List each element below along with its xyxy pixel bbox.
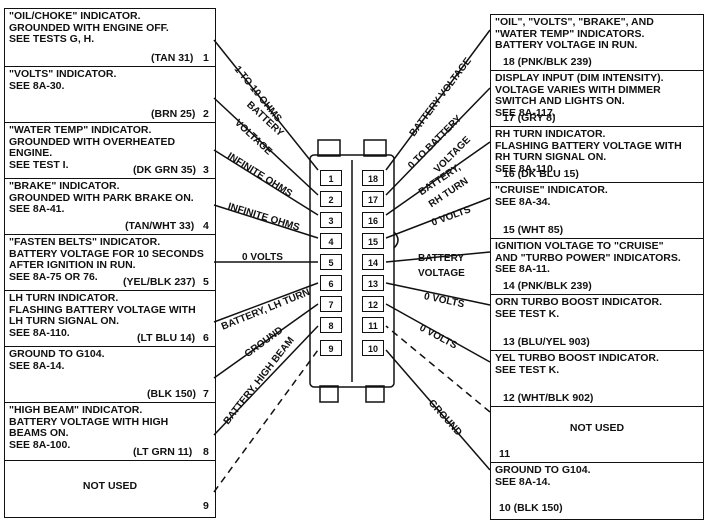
circuit-desc: ORN TURBO BOOST INDICATOR. SEE TEST K.	[495, 296, 663, 320]
circuit-box-4: "BRAKE" INDICATOR. GROUNDED WITH PARK BR…	[5, 179, 215, 235]
cavity-7: 7	[320, 296, 342, 312]
cavity-11: 11	[362, 317, 384, 333]
cavity-17: 17	[362, 191, 384, 207]
pin-number: 6	[203, 332, 209, 344]
circuit-box-11: NOT USED 11	[491, 407, 703, 463]
cavity-14: 14	[362, 254, 384, 270]
circuit-desc: "CRUISE" INDICATOR. SEE 8A-34.	[495, 184, 608, 208]
left-circuit-panel: "OIL/CHOKE" INDICATOR. GROUNDED WITH ENG…	[4, 8, 216, 518]
cavity-1: 1	[320, 170, 342, 186]
circuit-box-13: ORN TURBO BOOST INDICATOR. SEE TEST K. 1…	[491, 295, 703, 351]
cavity-2: 2	[320, 191, 342, 207]
circuit-desc: "HIGH BEAM" INDICATOR. BATTERY VOLTAGE W…	[9, 404, 169, 451]
circuit-desc: "OIL/CHOKE" INDICATOR. GROUNDED WITH ENG…	[9, 10, 169, 45]
pin-number: 7	[203, 388, 209, 400]
pin-wire-label: 13 (BLU/YEL 903)	[503, 336, 590, 348]
circuit-desc: "WATER TEMP" INDICATOR. GROUNDED WITH OV…	[9, 124, 176, 171]
cavity-8: 8	[320, 317, 342, 333]
circuit-desc: YEL TURBO BOOST INDICATOR. SEE TEST K.	[495, 352, 659, 376]
wire-label: (TAN/WHT 33)	[125, 220, 195, 232]
circuit-box-10: GROUND TO G104. SEE 8A-14. 10 (BLK 150)	[491, 463, 703, 519]
cavity-13: 13	[362, 275, 384, 291]
pin-number: 1	[203, 52, 209, 64]
circuit-box-3: "WATER TEMP" INDICATOR. GROUNDED WITH OV…	[5, 123, 215, 179]
circuit-box-18: "OIL", "VOLTS", "BRAKE", AND "WATER TEMP…	[491, 15, 703, 71]
cavity-18: 18	[362, 170, 384, 186]
cavity-15: 15	[362, 233, 384, 249]
circuit-box-9: NOT USED 9	[5, 461, 215, 517]
circuit-box-15: "CRUISE" INDICATOR. SEE 8A-34. 15 (WHT 8…	[491, 183, 703, 239]
wire-label: (BRN 25)	[151, 108, 196, 120]
pin-wire-label: 17 (GRY 8)	[503, 112, 556, 124]
circuit-box-16: RH TURN INDICATOR. FLASHING BATTERY VOLT…	[491, 127, 703, 183]
circuit-desc: DISPLAY INPUT (DIM INTENSITY). VOLTAGE V…	[495, 72, 664, 119]
pin-number: 8	[203, 446, 209, 458]
circuit-desc: "BRAKE" INDICATOR. GROUNDED WITH PARK BR…	[9, 180, 194, 215]
pin-wire-label: 16 (DK BLU 15)	[503, 168, 579, 180]
wire-label: (YEL/BLK 237)	[123, 276, 196, 288]
measurement-label: BATTERY	[418, 253, 465, 264]
pin-number: 4	[203, 220, 209, 232]
cavity-5: 5	[320, 254, 342, 270]
circuit-desc: IGNITION VOLTAGE TO "CRUISE" AND "TURBO …	[495, 240, 681, 275]
right-circuit-panel: "OIL", "VOLTS", "BRAKE", AND "WATER TEMP…	[490, 14, 704, 520]
wire-label: (DK GRN 35)	[133, 164, 197, 176]
circuit-desc: "OIL", "VOLTS", "BRAKE", AND "WATER TEMP…	[495, 16, 654, 51]
wire-label: (LT GRN 11)	[133, 446, 193, 458]
circuit-desc: GROUND TO G104. SEE 8A-14.	[495, 464, 591, 488]
circuit-box-12: YEL TURBO BOOST INDICATOR. SEE TEST K. 1…	[491, 351, 703, 407]
measurement-label: VOLTAGE	[418, 268, 465, 279]
circuit-desc: LH TURN INDICATOR. FLASHING BATTERY VOLT…	[9, 292, 196, 339]
wire-label: (BLK 150)	[147, 388, 197, 400]
circuit-box-17: DISPLAY INPUT (DIM INTENSITY). VOLTAGE V…	[491, 71, 703, 127]
measurement-label: 0 VOLTS	[242, 252, 283, 263]
circuit-box-6: LH TURN INDICATOR. FLASHING BATTERY VOLT…	[5, 291, 215, 347]
wire-label: (TAN 31)	[151, 52, 194, 64]
pin-wire-label: 18 (PNK/BLK 239)	[503, 56, 592, 68]
pin-wire-label: 15 (WHT 85)	[503, 224, 564, 236]
circuit-desc: NOT USED	[569, 422, 625, 434]
cavity-6: 6	[320, 275, 342, 291]
circuit-desc: NOT USED	[82, 480, 138, 492]
circuit-box-7: GROUND TO G104. SEE 8A-14. (BLK 150) 7	[5, 347, 215, 403]
circuit-desc: RH TURN INDICATOR. FLASHING BATTERY VOLT…	[495, 128, 682, 175]
pin-number: 3	[203, 164, 209, 176]
circuit-box-1: "OIL/CHOKE" INDICATOR. GROUNDED WITH ENG…	[5, 9, 215, 67]
cavity-16: 16	[362, 212, 384, 228]
cavity-12: 12	[362, 296, 384, 312]
cavity-10: 10	[362, 340, 384, 356]
wire-label: (LT BLU 14)	[137, 332, 196, 344]
circuit-box-8: "HIGH BEAM" INDICATOR. BATTERY VOLTAGE W…	[5, 403, 215, 461]
pin-number: 9	[203, 500, 209, 512]
pin-number: 2	[203, 108, 209, 120]
pin-wire-label: 10 (BLK 150)	[499, 502, 563, 514]
circuit-desc: "FASTEN BELTS" INDICATOR. BATTERY VOLTAG…	[9, 236, 204, 283]
circuit-box-5: "FASTEN BELTS" INDICATOR. BATTERY VOLTAG…	[5, 235, 215, 291]
cavity-4: 4	[320, 233, 342, 249]
circuit-box-14: IGNITION VOLTAGE TO "CRUISE" AND "TURBO …	[491, 239, 703, 295]
circuit-desc: GROUND TO G104. SEE 8A-14.	[9, 348, 105, 372]
pin-wire-label: 11	[499, 448, 511, 460]
circuit-desc: "VOLTS" INDICATOR. SEE 8A-30.	[9, 68, 117, 92]
pin-wire-label: 12 (WHT/BLK 902)	[503, 392, 594, 404]
circuit-box-2: "VOLTS" INDICATOR. SEE 8A-30. (BRN 25) 2	[5, 67, 215, 123]
pin-wire-label: 14 (PNK/BLK 239)	[503, 280, 592, 292]
cavity-9: 9	[320, 340, 342, 356]
pin-number: 5	[203, 276, 209, 288]
cavity-3: 3	[320, 212, 342, 228]
